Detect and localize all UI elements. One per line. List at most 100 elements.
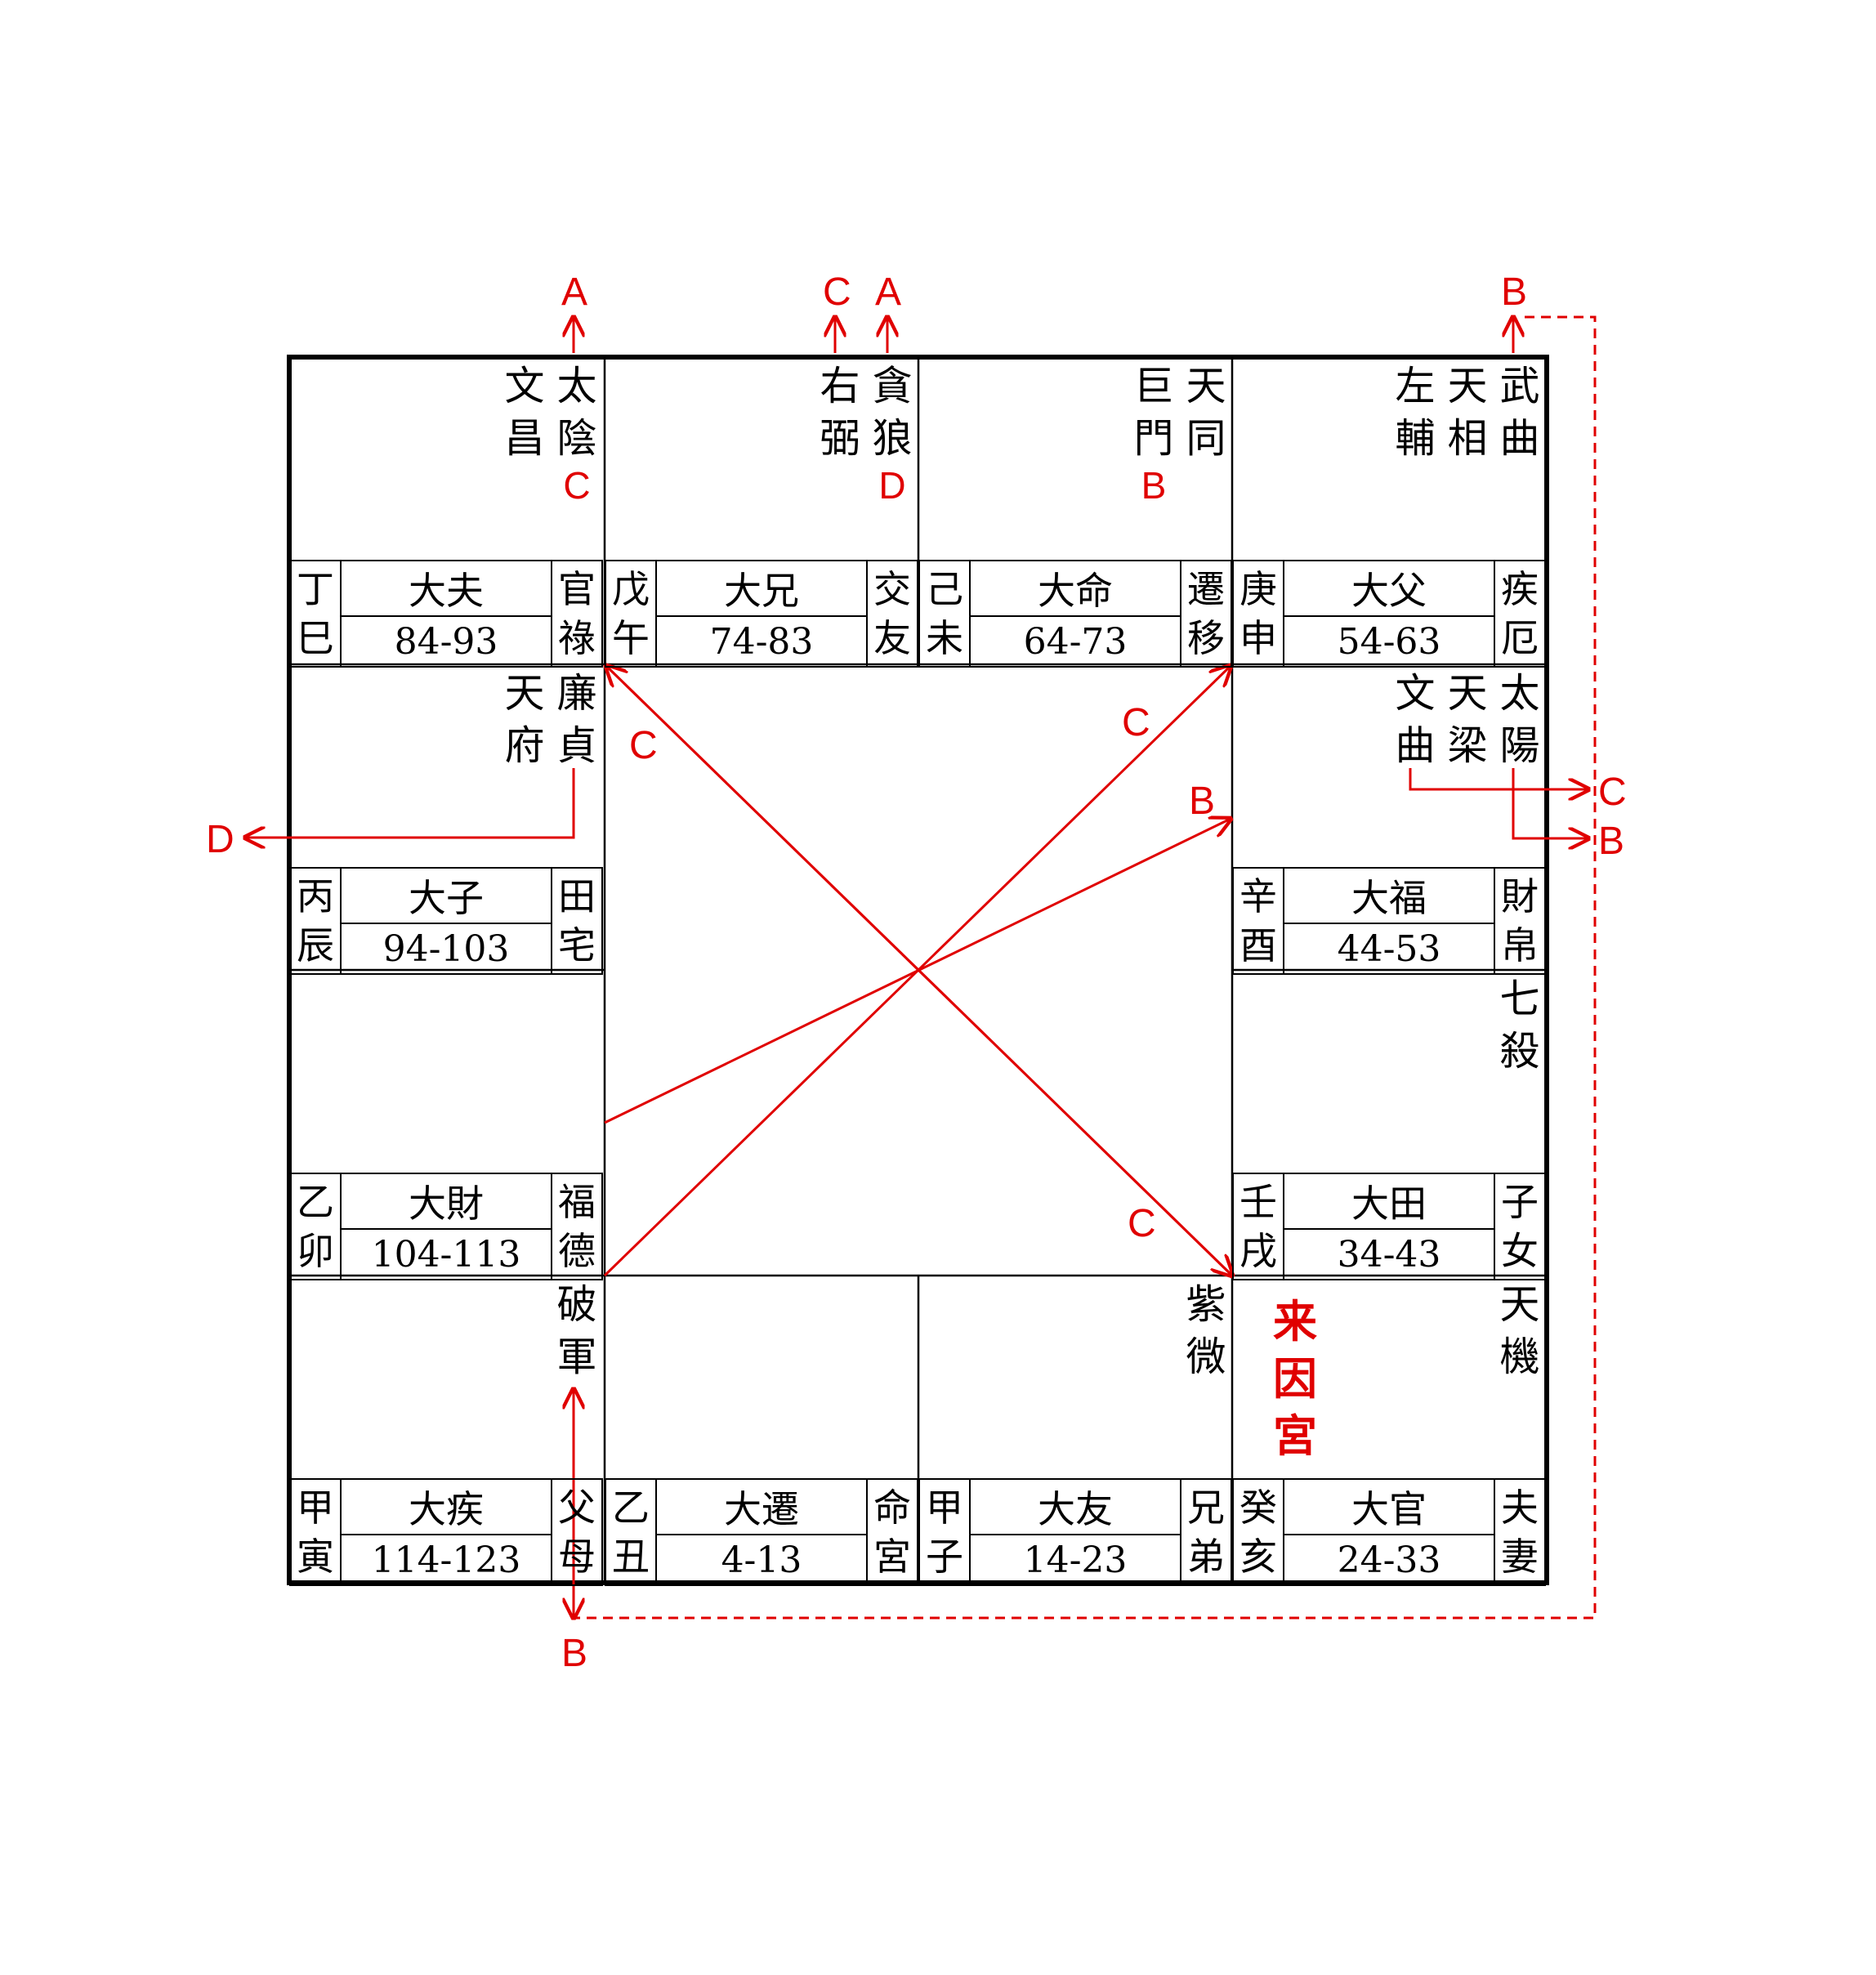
star: 貪 狼 bbox=[872, 363, 913, 462]
star: 右 弼 bbox=[820, 363, 860, 462]
age-range: 74-83 bbox=[655, 615, 868, 668]
palace-name: 交 友 bbox=[866, 560, 918, 668]
arrow-label-top-youbi: C bbox=[823, 270, 851, 314]
palace-info: 壬 戌 大田 子 女 34-43 bbox=[1232, 1173, 1546, 1280]
palace-info: 乙 卯 大財 福 德 104-113 bbox=[289, 1173, 603, 1280]
laiyin-palace-label: 来 因 宮 bbox=[1273, 1296, 1317, 1462]
arrow-label-left-lianzhen: D bbox=[206, 818, 234, 861]
palace-chou: 乙 丑 大遷 命 宮 4-13 bbox=[605, 1276, 918, 1586]
palace-info: 己 未 大命 遷 移 64-73 bbox=[918, 560, 1232, 668]
age-range: 104-113 bbox=[340, 1228, 552, 1280]
palace-name: 福 德 bbox=[551, 1173, 603, 1280]
star: 天 同 bbox=[1186, 363, 1226, 462]
age-range: 94-103 bbox=[340, 923, 552, 975]
age-range: 14-23 bbox=[969, 1534, 1181, 1586]
star: 廉 貞 bbox=[556, 670, 597, 769]
palace-info: 丙 辰 大子 田 宅 94-103 bbox=[289, 867, 603, 975]
palace-info: 丁 巳 大夫 官 祿 84-93 bbox=[289, 560, 603, 668]
star: 文 昌 bbox=[504, 363, 545, 462]
transformation-arrow bbox=[604, 819, 1231, 1124]
age-range: 84-93 bbox=[340, 615, 552, 668]
arrow-label-top-wuqu: B bbox=[1501, 270, 1528, 314]
age-range: 34-43 bbox=[1283, 1228, 1495, 1280]
palace-chen: 廉 貞天 府 丙 辰 大子 田 宅 94-103 bbox=[289, 664, 603, 975]
stem-branch: 癸 亥 bbox=[1232, 1478, 1284, 1586]
arrow-label-diag-chen: C bbox=[629, 724, 658, 767]
palace-name: 子 女 bbox=[1494, 1173, 1546, 1280]
age-range: 4-13 bbox=[655, 1534, 868, 1586]
palace-info: 戊 午 大兄 交 友 74-83 bbox=[605, 560, 918, 668]
palace-name: 財 帛 bbox=[1494, 867, 1546, 975]
palace-shen: 武 曲天 相左 輔 庚 申 大父 疾 厄 54-63 bbox=[1232, 357, 1546, 668]
age-range: 24-33 bbox=[1283, 1534, 1495, 1586]
decade-palace: 大子 bbox=[340, 867, 552, 924]
arrow-label-right-taiyang: B bbox=[1598, 820, 1625, 863]
decade-palace: 大福 bbox=[1283, 867, 1495, 924]
stem-branch: 丁 巳 bbox=[289, 560, 342, 668]
palace-name: 田 宅 bbox=[551, 867, 603, 975]
transformation-path bbox=[1409, 768, 1588, 789]
palace-name: 兄 弟 bbox=[1180, 1478, 1232, 1586]
stem-branch: 庚 申 bbox=[1232, 560, 1284, 668]
mutagen-marker: C bbox=[563, 464, 591, 507]
stem-branch: 壬 戌 bbox=[1232, 1173, 1284, 1280]
arrow-label-top-tanlang: A bbox=[875, 270, 902, 314]
decade-palace: 大兄 bbox=[655, 560, 868, 617]
mutagen-marker: D bbox=[878, 464, 906, 507]
decade-palace: 大遷 bbox=[655, 1478, 868, 1535]
stem-branch: 甲 子 bbox=[918, 1478, 971, 1586]
star: 紫 微 bbox=[1186, 1281, 1226, 1380]
palace-yin: 破 軍 甲 寅 大疾 父 母 114-123 bbox=[289, 1276, 603, 1586]
palace-info: 辛 酉 大福 財 帛 44-53 bbox=[1232, 867, 1546, 975]
palace-name: 夫 妻 bbox=[1494, 1478, 1546, 1586]
star: 天 府 bbox=[504, 670, 545, 769]
decade-palace: 大官 bbox=[1283, 1478, 1495, 1535]
star: 天 機 bbox=[1499, 1281, 1540, 1380]
star: 文 曲 bbox=[1395, 670, 1436, 769]
palace-info: 乙 丑 大遷 命 宮 4-13 bbox=[605, 1478, 918, 1586]
decade-palace: 大疾 bbox=[340, 1478, 552, 1535]
palace-name: 遷 移 bbox=[1180, 560, 1232, 668]
star: 巨 門 bbox=[1133, 363, 1174, 462]
transformation-arrows bbox=[245, 315, 1597, 1620]
arrow-label-right-wenqu: C bbox=[1598, 771, 1627, 814]
star: 太 陽 bbox=[1499, 670, 1540, 769]
palace-mao: 乙 卯 大財 福 德 104-113 bbox=[289, 970, 603, 1280]
age-range: 114-123 bbox=[340, 1534, 552, 1586]
palace-name: 官 祿 bbox=[551, 560, 603, 668]
decade-palace: 大田 bbox=[1283, 1173, 1495, 1230]
decade-palace: 大命 bbox=[969, 560, 1181, 617]
decade-palace: 大財 bbox=[340, 1173, 552, 1230]
decade-palace: 大友 bbox=[969, 1478, 1181, 1535]
transformation-path bbox=[1512, 768, 1588, 838]
age-range: 64-73 bbox=[969, 615, 1181, 668]
palace-info: 癸 亥 大官 夫 妻 24-33 bbox=[1232, 1478, 1546, 1586]
palace-zi: 紫 微 甲 子 大友 兄 弟 14-23 bbox=[918, 1276, 1232, 1586]
palace-xu: 七 殺 壬 戌 大田 子 女 34-43 bbox=[1232, 970, 1546, 1280]
transformation-path bbox=[574, 315, 1597, 1620]
stem-branch: 丙 辰 bbox=[289, 867, 342, 975]
stem-branch: 乙 丑 bbox=[605, 1478, 657, 1586]
star: 左 輔 bbox=[1395, 363, 1436, 462]
stem-branch: 辛 酉 bbox=[1232, 867, 1284, 975]
stem-branch: 甲 寅 bbox=[289, 1478, 342, 1586]
palace-name: 父 母 bbox=[551, 1478, 603, 1586]
palace-info: 甲 寅 大疾 父 母 114-123 bbox=[289, 1478, 603, 1586]
arrow-label-top-taiyin: A bbox=[561, 270, 588, 314]
star: 破 軍 bbox=[556, 1281, 597, 1380]
decade-palace: 大父 bbox=[1283, 560, 1495, 617]
mutagen-marker: B bbox=[1141, 464, 1167, 507]
palace-you: 太 陽天 梁文 曲 辛 酉 大福 財 帛 44-53 bbox=[1232, 664, 1546, 975]
arrow-label-diag-shen: C bbox=[1122, 701, 1150, 744]
age-range: 54-63 bbox=[1283, 615, 1495, 668]
palace-info: 甲 子 大友 兄 弟 14-23 bbox=[918, 1478, 1232, 1586]
decade-palace: 大夫 bbox=[340, 560, 552, 617]
stem-branch: 乙 卯 bbox=[289, 1173, 342, 1280]
star: 天 梁 bbox=[1447, 670, 1488, 769]
star: 太 陰 bbox=[556, 363, 597, 462]
arrow-label-diag-hai: C bbox=[1128, 1202, 1156, 1245]
